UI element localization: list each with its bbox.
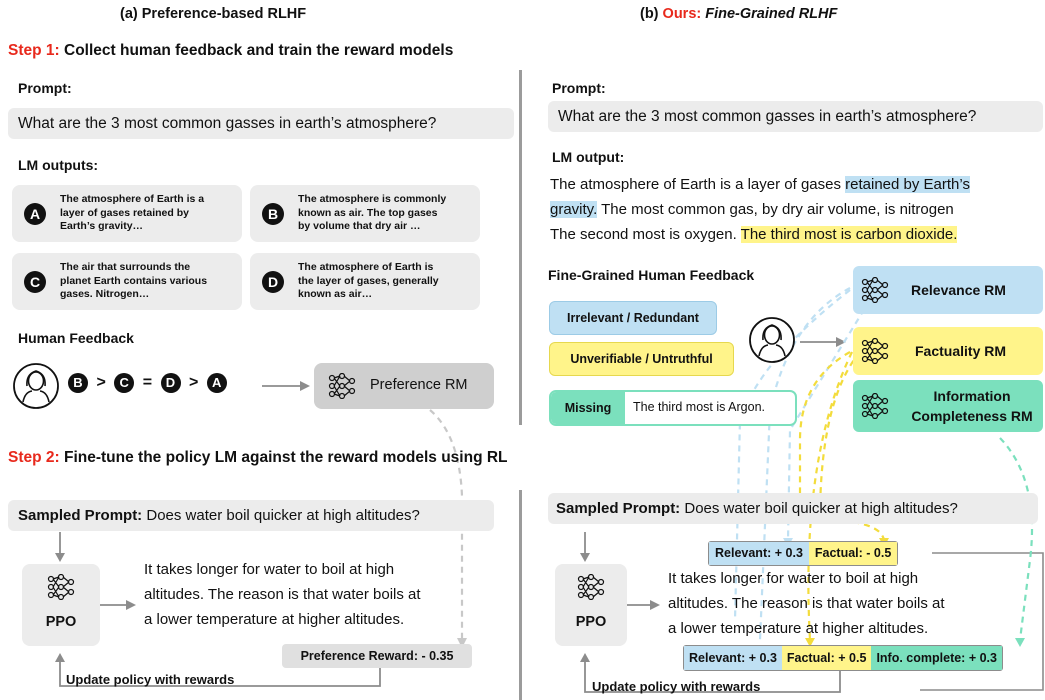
prompt-box: What are the 3 most common gasses in ear…: [8, 108, 514, 139]
human-feedback-label: Human Feedback: [18, 330, 134, 346]
preference-reward: Preference Reward: - 0.35: [282, 644, 472, 668]
update-policy-label: Update policy with rewards: [66, 672, 235, 687]
network-icon: [577, 574, 605, 600]
rank-c-icon: C: [114, 373, 135, 393]
feedback-unverifiable: Unverifiable / Untruthful: [549, 342, 734, 376]
sampled-prompt-box-right: Sampled Prompt: Does water boil quicker …: [548, 493, 1038, 524]
prompt-label-right: Prompt:: [552, 80, 606, 96]
preference-ranking: B > C = D > A: [68, 373, 227, 393]
update-policy-label-right: Update policy with rewards: [592, 679, 761, 694]
network-icon: [47, 574, 75, 600]
step1-heading: Step 1: Collect human feedback and train…: [8, 42, 454, 59]
prompt-box-right: What are the 3 most common gasses in ear…: [548, 101, 1043, 132]
prompt-label: Prompt:: [18, 80, 72, 96]
panel-a-title: (a) Preference-based RLHF: [120, 6, 307, 22]
rank-a-icon: A: [206, 373, 227, 393]
rank-b-icon: B: [68, 373, 88, 393]
reward-info-complete: Info. complete: + 0.3: [871, 646, 1002, 670]
letter-c-icon: C: [24, 271, 46, 293]
network-icon: [861, 393, 889, 419]
divider-top: [519, 70, 522, 425]
sampled-prompt-box: Sampled Prompt: Does water boil quicker …: [8, 500, 494, 531]
letter-a-icon: A: [24, 203, 46, 225]
letter-d-icon: D: [262, 271, 284, 293]
reward-relevant-1: Relevant: + 0.3: [709, 542, 809, 565]
human-annotator-icon-right: [749, 317, 795, 363]
human-annotator-icon: [13, 363, 59, 409]
policy-response: It takes longer for water to boil at hig…: [144, 561, 421, 628]
step2-heading: Step 2: Fine-tune the policy LM against …: [8, 449, 508, 466]
policy-response-right: It takes longer for water to boil at hig…: [668, 570, 945, 637]
lm-outputs-label: LM outputs:: [18, 157, 99, 173]
ppo-box-right: PPO: [555, 564, 627, 646]
reward-factual-1: Factual: - 0.5: [808, 542, 898, 565]
reward-factual-2: Factual: + 0.5: [781, 646, 872, 670]
ppo-box: PPO: [22, 564, 100, 646]
missing-text: The third most is Argon.: [633, 400, 766, 414]
preference-rm-box: Preference RM: [314, 363, 494, 409]
lm-output-text: The atmosphere of Earth is a layer of ga…: [550, 176, 970, 243]
lm-output-label: LM output:: [552, 149, 625, 165]
rank-d-icon: D: [160, 373, 181, 393]
letter-b-icon: B: [262, 203, 284, 225]
reward-relevant-2: Relevant: + 0.3: [684, 646, 782, 670]
missing-tag: Missing: [551, 392, 625, 424]
panel-b-title: (b) Ours: Fine-Grained RLHF: [640, 6, 838, 22]
feedback-irrelevant: Irrelevant / Redundant: [549, 301, 717, 335]
network-icon: [328, 373, 356, 399]
fine-grained-feedback-label: Fine-Grained Human Feedback: [548, 267, 755, 283]
divider-bottom: [519, 490, 522, 700]
network-icon: [861, 338, 889, 364]
relevance-rm-box: Relevance RM: [853, 266, 1043, 314]
network-icon: [861, 277, 889, 303]
factuality-rm-box: Factuality RM: [853, 327, 1043, 375]
feedback-missing: Missing The third most is Argon.: [549, 390, 797, 426]
